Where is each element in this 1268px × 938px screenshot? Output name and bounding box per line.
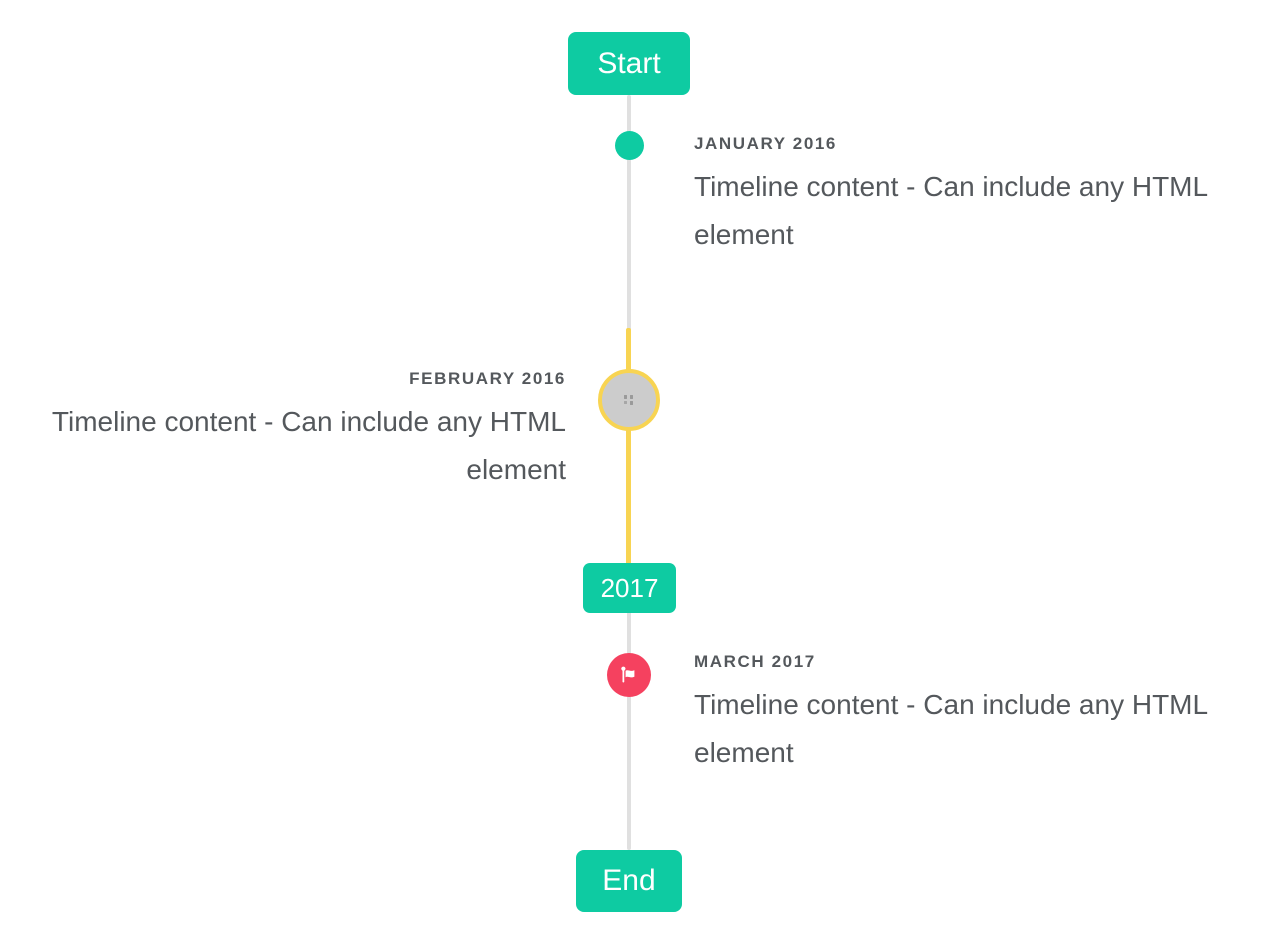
broken-image-icon [624, 395, 633, 405]
flag-icon [620, 666, 634, 682]
entry-title: MARCH 2017 [694, 652, 816, 671]
timeline-entry-february-2016: FEBRUARY 2016 Timeline content - Can inc… [26, 368, 566, 494]
timeline-line-highlighted-segment [626, 328, 631, 565]
timeline-entry-march-2017: MARCH 2017 Timeline content - Can includ… [694, 651, 1234, 777]
timeline-entry-january-2016: JANUARY 2016 Timeline content - Can incl… [694, 133, 1234, 259]
year-badge: 2017 [583, 563, 676, 613]
timeline-marker-flag-circle [607, 653, 651, 697]
timeline-marker-image-circle [598, 369, 660, 431]
entry-title: JANUARY 2016 [694, 134, 837, 153]
entry-content: Timeline content - Can include any HTML … [694, 171, 1208, 250]
entry-content: Timeline content - Can include any HTML … [694, 689, 1208, 768]
timeline-marker-dot [615, 131, 644, 160]
entry-title: FEBRUARY 2016 [409, 369, 566, 388]
end-button[interactable]: End [576, 850, 682, 912]
start-button[interactable]: Start [568, 32, 690, 95]
entry-content: Timeline content - Can include any HTML … [51, 406, 566, 485]
